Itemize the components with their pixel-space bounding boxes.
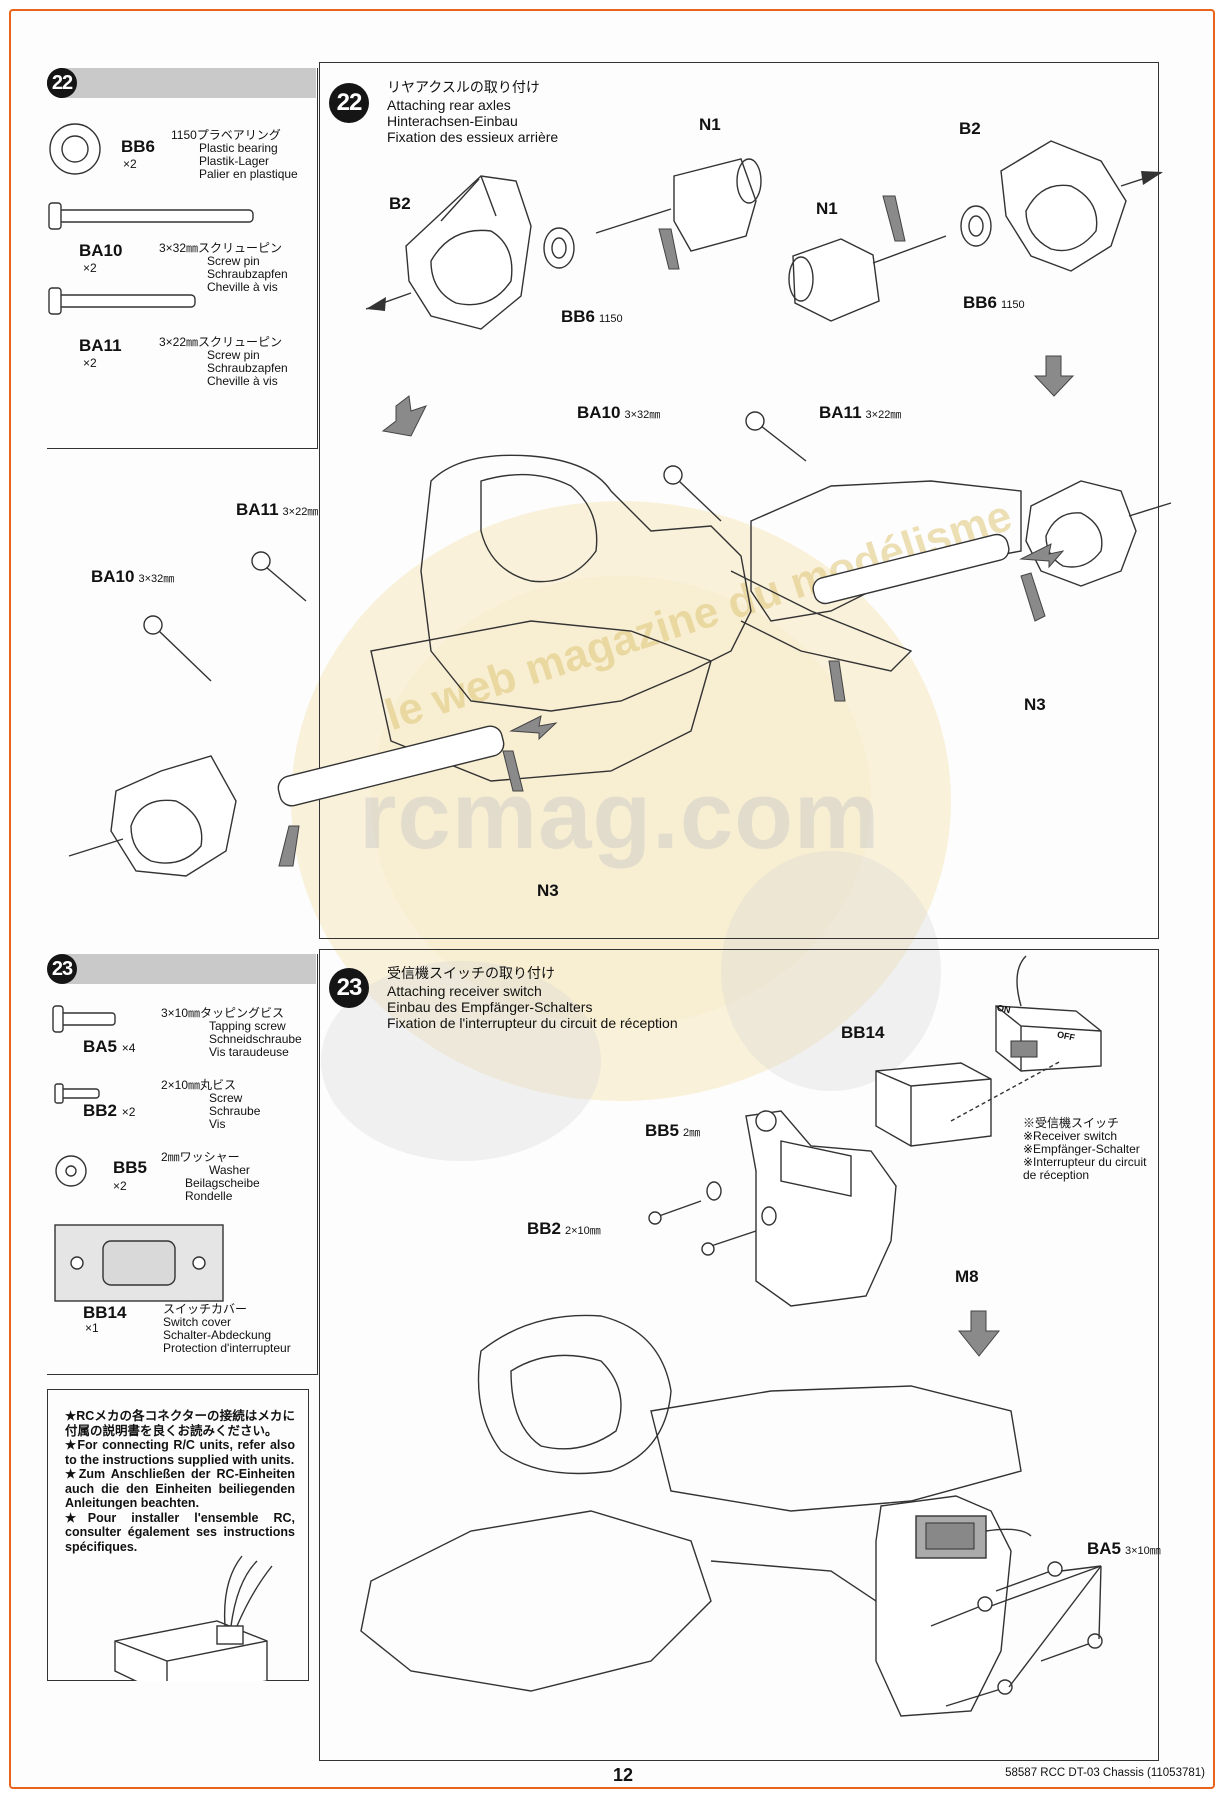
step-22-assembly-drawing: [68, 140, 1172, 877]
watermark-brand: rcmag.com: [359, 762, 881, 869]
part-ba10-qty: ×2: [83, 261, 97, 275]
part-bb5-qty: ×2: [113, 1179, 127, 1193]
note-jp: ★RCメカの各コネクターの接続はメカに付属の説明書を良くお読みください。: [65, 1409, 295, 1438]
rc-connection-note: ★RCメカの各コネクターの接続はメカに付属の説明書を良くお読みください。 ★Fo…: [65, 1409, 295, 1554]
step-23-header-bar: [63, 954, 316, 984]
receiver-illustration: [114, 1555, 273, 1681]
part-bb2-qty: ×2: [121, 1105, 136, 1119]
part-ba5-qty: ×4: [121, 1041, 136, 1055]
step-23-diagram-frame: [319, 949, 1159, 1761]
note-fr: ★Pour installer l'ensemble RC, consulter…: [65, 1510, 295, 1554]
note-de: ★Zum Anschließen der RC-Einheiten auch d…: [65, 1467, 295, 1510]
step-22-title-en: Attaching rear axles: [387, 97, 511, 113]
parts-23-divider-h: [47, 1374, 318, 1375]
step-22-diagram-frame: [319, 62, 1159, 939]
label-b2-right: B2: [959, 119, 981, 138]
receiver-switch-note: ※受信機スイッチ ※Receiver switch ※Empfänger-Sch…: [1023, 1116, 1147, 1182]
parts-22-divider-h: [47, 448, 318, 449]
part-bb14-desc: スイッチカバー Switch cover Schalter-Abdeckung …: [163, 1302, 291, 1355]
part-ba10-code: BA10: [79, 241, 123, 260]
part-ba11-qty: ×2: [83, 356, 97, 370]
part-ba10-desc: 3×32㎜スクリューピン Screw pin Schraubzapfen Che…: [159, 241, 288, 294]
step-23-title-jp: 受信機スイッチの取り付け: [387, 965, 555, 981]
step-23-frame-badge: 23: [329, 968, 369, 1008]
label-m8: M8: [955, 1267, 979, 1286]
label-n1-right: N1: [816, 199, 838, 218]
part-bb6-code: BB6: [121, 137, 156, 156]
part-ba5-desc: 3×10㎜タッピングビス Tapping screw Schneidschrau…: [161, 1006, 302, 1059]
label-n3-right: N3: [1024, 695, 1046, 714]
manual-page: rcmag.com le web magazine du modélisme 2…: [9, 9, 1215, 1789]
step-23-badge: 23: [47, 954, 77, 984]
parts-23-divider: [317, 954, 318, 1374]
step-23-title-en: Attaching receiver switch: [387, 983, 542, 999]
part-ba11-desc: 3×22㎜スクリューピン Screw pin Schraubzapfen Che…: [159, 335, 288, 388]
part-ba5-code: BA5 ×4: [83, 1037, 136, 1056]
label-n3-bottom: N3: [537, 881, 559, 900]
parts-22-divider: [317, 68, 318, 448]
step-22-header-bar: [63, 68, 316, 98]
part-bb6-desc: 1150プラベアリング Plastic bearing Plastik-Lage…: [171, 128, 298, 181]
step-22-title-de: Hinterachsen-Einbau: [387, 113, 518, 129]
step-22-title-fr: Fixation des essieux arrière: [387, 129, 559, 145]
parts-22-drawings: [48, 123, 254, 315]
step-22-frame-badge: 22: [329, 83, 369, 123]
label-b2-left: B2: [389, 194, 411, 213]
part-bb2-desc: 2×10㎜丸ビス Screw Schraube Vis: [161, 1078, 261, 1131]
step-22-badge-left: 22: [47, 68, 77, 98]
step-23-title-fr: Fixation de l'interrupteur du circuit de…: [387, 1015, 678, 1031]
part-bb2-code: BB2 ×2: [83, 1101, 136, 1120]
step-22-title-jp: リヤアクスルの取り付け: [387, 79, 540, 95]
product-code: 58587 RCC DT-03 Chassis (11053781): [1005, 1767, 1205, 1779]
page-number: 12: [613, 1765, 634, 1785]
label-n1-left: N1: [699, 115, 721, 134]
step-23-title: 受信機スイッチの取り付け Attaching receiver switch E…: [387, 963, 678, 1031]
step-23-assembly-drawing: [360, 955, 1103, 1717]
label-bb14: BB14: [841, 1023, 885, 1042]
step-23-title-de: Einbau des Empfänger-Schalters: [387, 999, 593, 1015]
note-en: ★For connecting R/C units, refer also to…: [65, 1438, 295, 1467]
part-bb6-qty: ×2: [123, 157, 137, 171]
parts-23-drawings: [52, 1005, 224, 1302]
part-ba11-code: BA11: [79, 336, 122, 355]
part-bb5-desc: 2㎜ワッシャー Washer Beilagscheibe Rondelle: [161, 1150, 260, 1203]
step-22-title: リヤアクスルの取り付け Attaching rear axles Hintera…: [387, 77, 558, 145]
part-bb14-qty: ×1: [85, 1321, 99, 1335]
watermark-graphic: [291, 501, 951, 1161]
part-bb14-code: BB14: [83, 1303, 127, 1322]
part-bb5-code: BB5: [113, 1158, 148, 1177]
